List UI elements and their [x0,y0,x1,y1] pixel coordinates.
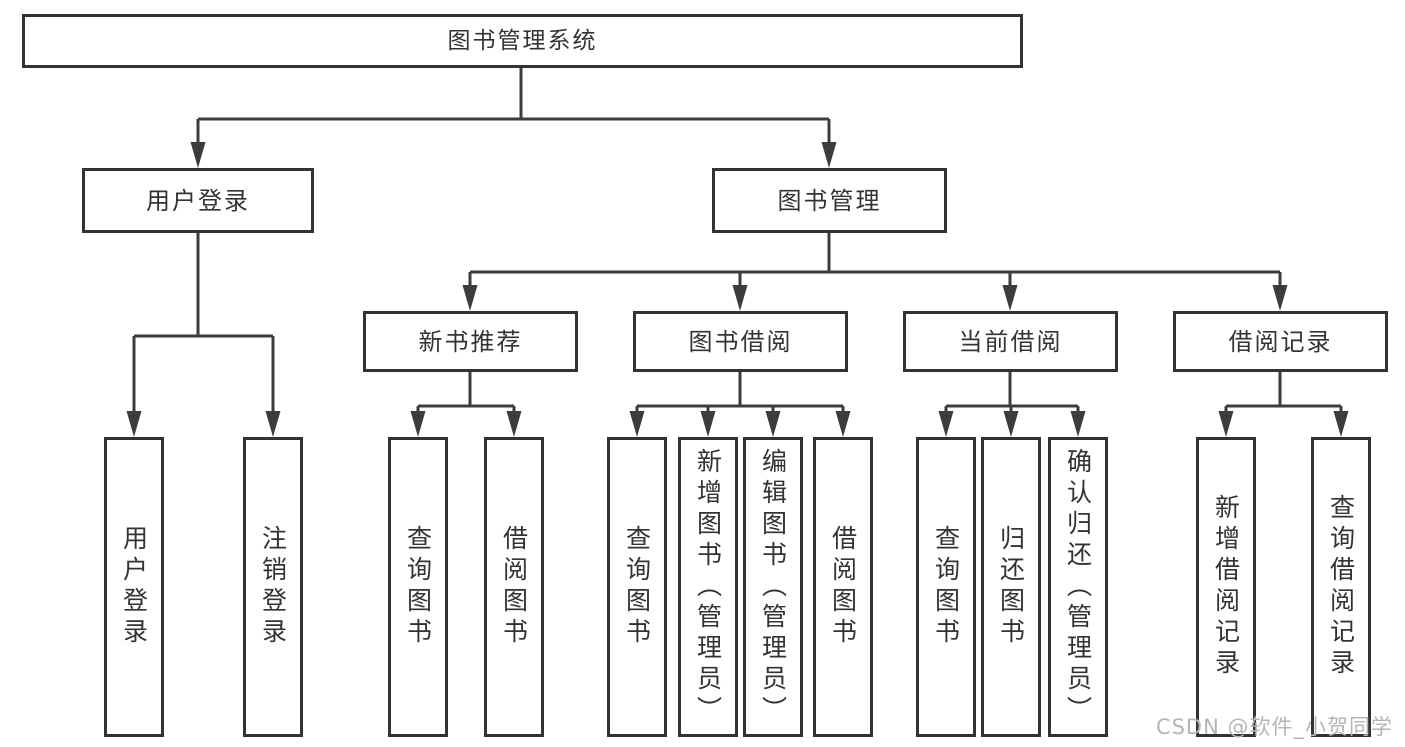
node-new-book-recommendation: 新书推荐 [363,311,578,372]
node-query-borrow-record: 查询借阅记录 [1311,437,1371,737]
node-confirm-return-admin: 确认归还（管理员） [1048,437,1108,737]
node-label: 查询借阅记录 [1326,494,1356,680]
node-logout: 注销登录 [243,437,303,737]
node-library-management-system: 图书管理系统 [22,14,1023,68]
node-query-books-borrowing: 查询图书 [607,437,667,737]
node-label: 归还图书 [996,525,1026,649]
node-label: 借阅图书 [828,525,858,649]
node-borrow-books-borrowing: 借阅图书 [813,437,873,737]
node-label: 借阅记录 [1228,327,1333,356]
node-label: 查询图书 [403,525,433,649]
node-label: 图书管理 [777,186,882,215]
node-user-login: 用户登录 [82,168,314,233]
node-query-books-current: 查询图书 [916,437,976,737]
node-label: 查询图书 [931,525,961,649]
node-label: 用户登录 [119,525,149,649]
node-label: 编辑图书（管理员） [758,447,788,727]
node-label: 新书推荐 [418,327,523,356]
node-book-borrowing: 图书借阅 [633,311,848,372]
node-label: 用户登录 [146,186,250,215]
node-edit-book-admin: 编辑图书（管理员） [743,437,803,737]
node-label: 新增借阅记录 [1211,494,1241,680]
node-borrow-books-recommendation: 借阅图书 [484,437,544,737]
node-label: 借阅图书 [499,525,529,649]
node-label: 图书借阅 [688,327,793,356]
watermark: CSDN @软件_小贺同学 [1155,715,1393,739]
node-add-borrow-record: 新增借阅记录 [1196,437,1256,737]
node-current-borrowing: 当前借阅 [903,311,1118,372]
node-label: 当前借阅 [958,327,1063,356]
node-user-login-leaf: 用户登录 [104,437,164,737]
node-query-books-recommendation: 查询图书 [388,437,448,737]
node-add-book-admin: 新增图书（管理员） [678,437,738,737]
node-label: 新增图书（管理员） [693,447,723,727]
node-book-management: 图书管理 [712,168,947,233]
node-label: 查询图书 [622,525,652,649]
node-label: 注销登录 [258,525,288,649]
node-return-books: 归还图书 [981,437,1041,737]
node-borrowing-records: 借阅记录 [1173,311,1388,372]
node-label: 图书管理系统 [447,27,598,54]
node-label: 确认归还（管理员） [1063,447,1093,727]
